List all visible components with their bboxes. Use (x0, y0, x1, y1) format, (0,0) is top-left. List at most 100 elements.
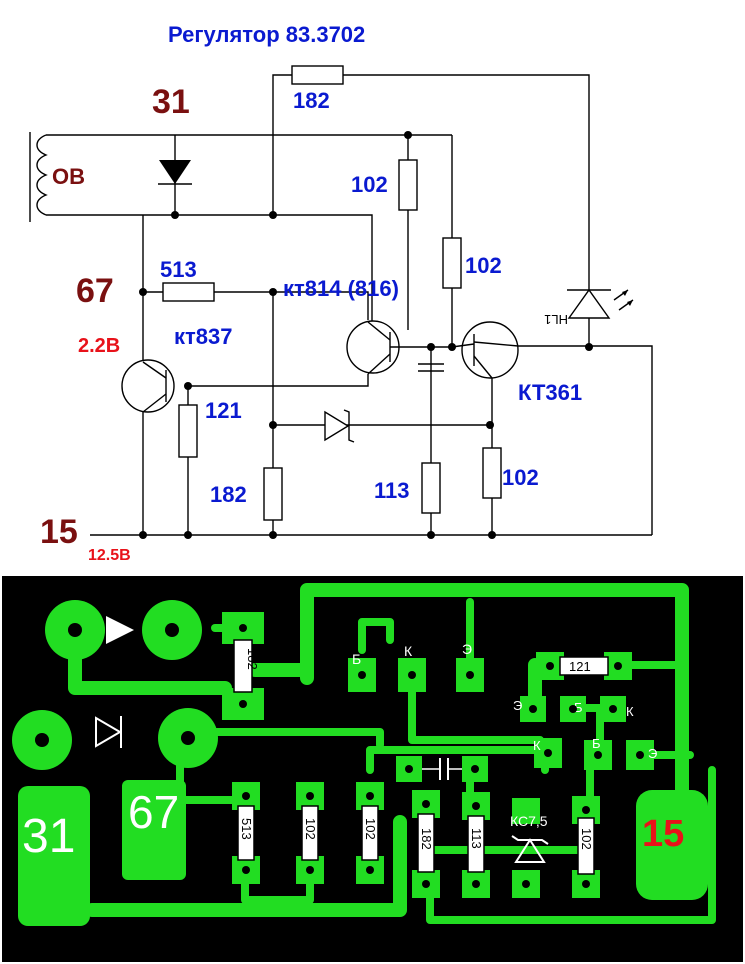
kt837-emitter (142, 393, 167, 413)
pcb-resistor-182 (233, 639, 253, 693)
label-q-kt361: КТ361 (518, 380, 582, 405)
pcb-label-r-113: 113 (469, 828, 484, 849)
pcb-label-31: 31 (22, 810, 75, 863)
pcb-resistor-102a (301, 805, 319, 861)
label-q-kt814: кт814 (816) (283, 276, 399, 301)
kt814-collector (367, 321, 391, 341)
trace-outer (300, 583, 689, 817)
pcb-label-15: 15 (642, 813, 684, 855)
wire-513-right (214, 291, 369, 320)
resistor-513 (162, 282, 215, 302)
led-ray-arrow (627, 300, 633, 306)
pcb-label-r-102c: 102 (579, 828, 594, 850)
pcb-label-r-102a: 102 (303, 818, 318, 840)
resistor-182b (263, 467, 283, 521)
resistor-121 (178, 404, 198, 458)
pcb-label-r-102b: 102 (363, 818, 378, 840)
pcb-label-k2: К (626, 704, 634, 719)
wire-top (272, 74, 292, 215)
pad-hole (165, 623, 179, 637)
trace-67-h (176, 728, 384, 749)
junction (585, 343, 593, 351)
label-r-113: 113 (374, 478, 410, 503)
coil-winding (36, 134, 48, 216)
trace-b1 (358, 618, 394, 654)
pad-holes (239, 624, 644, 888)
label-r-513: 513 (160, 257, 197, 282)
pcb-label-k3: К (533, 738, 541, 753)
wire-kt814-emitter (188, 374, 369, 387)
junction (486, 421, 494, 429)
pcb-zener-icon (514, 838, 546, 863)
resistor-102c (482, 447, 502, 499)
label-r-top: 182 (293, 88, 330, 113)
label-led: HL1 (544, 312, 568, 327)
pcb-label-r-182b: 182 (419, 828, 434, 850)
label-67: 67 (76, 272, 114, 310)
label-31: 31 (152, 83, 190, 121)
zener-bar (343, 409, 355, 443)
label-67-voltage: 2.2В (78, 335, 120, 357)
pcb-label-b1: Б (352, 651, 361, 667)
pad-67 (122, 780, 186, 880)
kt837-collector (142, 361, 167, 379)
junction (269, 531, 277, 539)
label-15: 15 (40, 513, 78, 551)
trace-mid2 (241, 866, 314, 904)
transistor-kt837 (121, 359, 175, 413)
pcb-layout: 31 67 15 182 Б К Э 121 Э Б К К Б Э (2, 576, 743, 962)
pcb-resistor-513 (237, 805, 255, 861)
resistor-102a (398, 159, 418, 211)
pcb-label-k1: К (404, 643, 413, 659)
kt361-lead-e (473, 355, 493, 379)
wire-top-right (343, 74, 590, 170)
pcb-label-r-513: 513 (239, 818, 254, 840)
label-r-102c: 102 (502, 465, 539, 490)
label-r-102b: 102 (465, 253, 502, 278)
pad-hole (68, 623, 82, 637)
pcb-label-zener: КС7,5 (510, 813, 548, 829)
diode-icon (106, 616, 134, 644)
resistor-102b (442, 237, 462, 289)
pcb-label-b3: Б (592, 736, 601, 751)
pcb-resistor-113 (467, 815, 485, 873)
pcb-label-r-121: 121 (569, 659, 591, 674)
pcb-resistor-182b (417, 813, 435, 873)
label-r-182b: 182 (210, 482, 247, 507)
pcb-label-b2: Б (574, 700, 583, 715)
resistor-182-top (291, 65, 344, 85)
junction (488, 531, 496, 539)
zener-diode (324, 410, 350, 442)
diode-d1 (159, 160, 191, 184)
resistor-113 (421, 462, 441, 514)
kt361-collector (451, 343, 475, 348)
led-hl1 (567, 288, 611, 319)
transistor-kt361 (461, 321, 519, 379)
diagram-title: Регулятор 83.3702 (168, 22, 365, 47)
label-ov: ОВ (52, 164, 85, 189)
kt361-lead-c (473, 341, 519, 347)
junction (269, 211, 277, 219)
junction (171, 211, 179, 219)
pcb-resistor-102b (361, 805, 379, 861)
pcb-resistor-121 (559, 656, 609, 676)
trace-bottom (85, 815, 407, 917)
pad-31 (18, 786, 90, 926)
diode-icon-2 (95, 716, 122, 748)
label-r-102a: 102 (351, 172, 388, 197)
pad-15 (636, 790, 708, 900)
junction (184, 531, 192, 539)
wire-coil-bottom (46, 214, 373, 330)
pcb-label-e2: Э (513, 698, 522, 713)
pad-hole (35, 733, 49, 747)
junction (427, 531, 435, 539)
pad-hole (181, 731, 195, 745)
junction (139, 531, 147, 539)
pcb-label-67: 67 (128, 786, 179, 838)
trace-bottom-2 (426, 766, 716, 924)
pcb-resistor-102c (577, 817, 595, 875)
pad-sq (512, 798, 540, 824)
pcb-label-r-182: 182 (245, 648, 260, 670)
pcb-zener-bar (511, 835, 549, 845)
